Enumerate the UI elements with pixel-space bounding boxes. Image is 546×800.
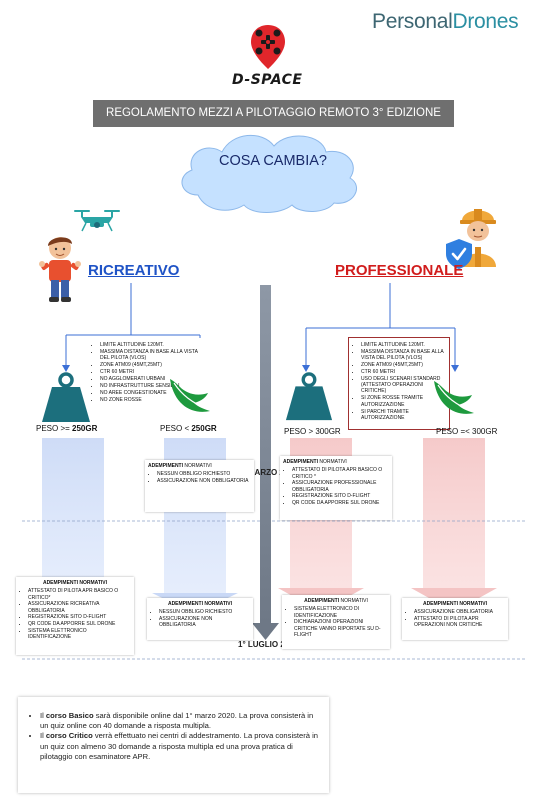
card-item: REGISTRAZIONE SITO D-FLIGHT bbox=[28, 614, 131, 620]
rule-item: MASSIMA DISTANZA IN BASE ALLA VISTA DEL … bbox=[100, 349, 202, 362]
card-july-rec-heavy: ADEMPIMENTI NORMATIVI ATTESTATO DI PILOT… bbox=[16, 577, 134, 655]
weight-icon bbox=[285, 372, 333, 421]
card-title-bold: ADEMPIMENTI bbox=[148, 463, 183, 469]
card-item: ATTESTATO DI PILOTA APR BASICO O CRITICO… bbox=[28, 588, 131, 601]
card-item: ASSICURAZIONE NON OBBLIGATORIA bbox=[157, 478, 251, 484]
leaf-icon bbox=[434, 381, 474, 414]
card-title-rest: NORMATIVI bbox=[318, 459, 347, 465]
card-title: ADEMPIMENTI NORMATIVI bbox=[285, 598, 387, 604]
date-july: 1° LUGLIO 2020 bbox=[238, 640, 299, 649]
shield-check-icon bbox=[446, 239, 472, 269]
note-item: Il corso Basico sarà disponibile online … bbox=[40, 711, 321, 731]
card-item: DICHIARAZIONI OPERAZIONI CRITICHE VANNO … bbox=[294, 619, 387, 638]
card-title-rest: NORMATIVI bbox=[183, 463, 212, 469]
rule-item: USO DEGLI SCENARI STANDARD (ATTESTATO OP… bbox=[361, 376, 447, 395]
rule-item: LIMITE ALTITUDINE 120MT. bbox=[361, 342, 447, 348]
card-item: REGISTRAZIONE SITO D-FLIGHT bbox=[292, 493, 389, 499]
rule-item: NO AREE CONGESTIONATE bbox=[100, 390, 202, 396]
card-item: ASSICURAZIONE NON OBBLIGATORIA bbox=[159, 616, 250, 629]
card-item: SISTEMA ELETTRONICO IDENTIFICAZIONE bbox=[28, 628, 131, 641]
weight-label-rec-light: PESO < 250GR bbox=[160, 424, 217, 433]
logo-title: D-SPACE bbox=[232, 72, 303, 88]
rule-item: NO INFRASTRUTTURE SENSIBILI bbox=[100, 383, 202, 389]
connector-professional bbox=[305, 283, 456, 365]
rules-professional: LIMITE ALTITUDINE 120MT.MASSIMA DISTANZA… bbox=[348, 337, 450, 430]
weight-value: 250GR bbox=[72, 424, 98, 433]
rule-item: MASSIMA DISTANZA IN BASE ALLA VISTA DEL … bbox=[361, 349, 447, 362]
location-pin-drone-icon bbox=[251, 25, 285, 69]
card-item: ATTESTATO DI PILOTA APR OPERAZIONI NON C… bbox=[414, 616, 505, 629]
card-item: QR CODE DA APPORRE SUL DRONE bbox=[292, 500, 389, 506]
cloud-shape bbox=[181, 134, 357, 213]
rule-item: CTR 60 METRI bbox=[361, 369, 447, 375]
note-item: Il corso Critico verrà effettuato nei ce… bbox=[40, 731, 321, 762]
category-professional: PROFESSIONALE bbox=[335, 262, 464, 279]
weight-label-rec-heavy: PESO >= 250GR bbox=[36, 424, 97, 433]
brand-logo: PersonalDrones bbox=[372, 10, 519, 34]
rule-item: SI PARCHI TRAMITE AUTORIZZAZIONE bbox=[361, 409, 447, 422]
rule-item: CTR 60 METRI bbox=[100, 369, 202, 375]
cloud-text: COSA CAMBIA? bbox=[219, 153, 327, 169]
weight-label-pro-heavy: PESO > 300GR bbox=[284, 427, 341, 436]
card-title: ADEMPIMENTI NORMATIVI bbox=[148, 463, 251, 469]
card-july-pro-heavy: ADEMPIMENTI NORMATIVI SISTEMA ELETTRONIC… bbox=[282, 595, 390, 649]
card-title: ADEMPIMENTI NORMATIVI bbox=[167, 601, 233, 607]
rule-item: LIMITE ALTITUDINE 120MT. bbox=[100, 342, 202, 348]
central-arrow bbox=[252, 285, 279, 640]
arrow-pro-light bbox=[411, 438, 497, 612]
boy-icon bbox=[39, 237, 81, 302]
weight-value: 250GR bbox=[191, 424, 217, 433]
card-item: SISTEMA ELETTRONICO DI IDENTIFICAZIONE bbox=[294, 606, 387, 619]
date-march: 1° MARZO 2020 bbox=[238, 468, 298, 477]
card-item: NESSUN OBBLIGO RICHIESTO bbox=[157, 471, 251, 477]
rule-item: ZONE ATM09 (45MT,25MT) bbox=[100, 362, 202, 368]
rule-item: SI ZONE ROSSE TRAMITE AUTORIZZAZIONE bbox=[361, 395, 447, 408]
card-item: ASSICURAZIONE PROFESSIONALE OBBLIGATORIA bbox=[292, 480, 389, 493]
weight-prefix: PESO >= bbox=[36, 424, 73, 433]
card-title: ADEMPIMENTI NORMATIVI bbox=[422, 601, 488, 607]
card-item: NESSUN OBBLIGO RICHIESTO bbox=[159, 609, 250, 615]
card-title: ADEMPIMENTI NORMATIVI bbox=[42, 580, 108, 586]
rule-item: NO ZONE ROSSE bbox=[100, 397, 202, 403]
card-item: QR CODE DA APPORRE SUL DRONE bbox=[28, 621, 131, 627]
card-title-rest: NORMATIVI bbox=[339, 598, 368, 604]
title-banner: REGOLAMENTO MEZZI A PILOTAGGIO REMOTO 3°… bbox=[93, 100, 454, 127]
card-item: ASSICURAZIONE RICREATIVA OBBLIGATORIA bbox=[28, 601, 131, 614]
card-july-pro-light: ADEMPIMENTI NORMATIVI ASSICURAZIONE OBBL… bbox=[402, 598, 508, 640]
card-march-pro-heavy: ADEMPIMENTI NORMATIVI ATTESTATO DI PILOT… bbox=[280, 456, 392, 520]
card-title-bold: ADEMPIMENTI bbox=[304, 598, 340, 604]
card-march-rec-light: ADEMPIMENTI NORMATIVI NESSUN OBBLIGO RIC… bbox=[145, 460, 254, 512]
notes-box: Il corso Basico sarà disponibile online … bbox=[18, 697, 329, 793]
rule-item: ZONE ATM09 (45MT,25MT) bbox=[361, 362, 447, 368]
rule-item: NO AGGLOMERATI URBANI bbox=[100, 376, 202, 382]
card-title: ADEMPIMENTI NORMATIVI bbox=[283, 459, 389, 465]
card-title-bold: ADEMPIMENTI bbox=[283, 459, 318, 465]
weight-icon bbox=[42, 372, 90, 422]
brand-part1: Personal bbox=[372, 10, 453, 33]
card-item: ATTESTATO DI PILOTA APR BASICO O CRITICO… bbox=[292, 467, 389, 480]
weight-label-pro-light: PESO =< 300GR bbox=[436, 427, 498, 436]
leaf-icon bbox=[170, 379, 210, 412]
weight-prefix: PESO < bbox=[160, 424, 192, 433]
drone-icon bbox=[74, 210, 120, 232]
category-recreational: RICREATIVO bbox=[88, 262, 180, 279]
card-july-rec-light: ADEMPIMENTI NORMATIVI NESSUN OBBLIGO RIC… bbox=[147, 598, 253, 640]
card-item: ASSICURAZIONE OBBLIGATORIA bbox=[414, 609, 505, 615]
brand-part2: Drones bbox=[452, 10, 519, 33]
